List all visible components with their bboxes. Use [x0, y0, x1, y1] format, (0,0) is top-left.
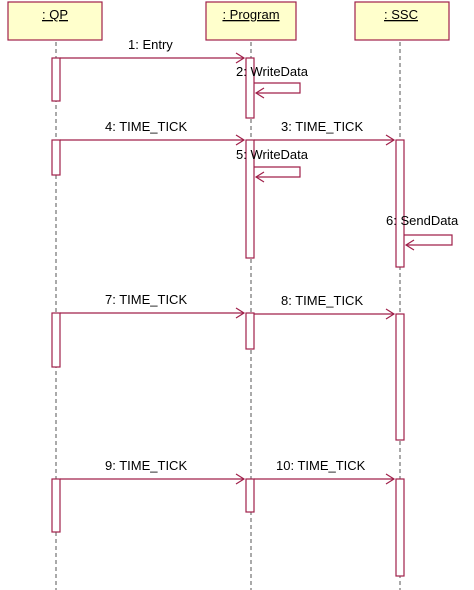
message-label: 3: TIME_TICK — [281, 119, 363, 134]
message-label: 2: WriteData — [236, 64, 309, 79]
activation-program-4 — [245, 478, 255, 513]
activation-ssc-1 — [395, 139, 405, 268]
activation-ssc-3 — [395, 478, 405, 577]
message-3: 3: TIME_TICK — [254, 119, 396, 146]
participant-label: : Program — [222, 7, 279, 22]
arrow-head — [254, 171, 265, 183]
message-5: 5: WriteData — [236, 147, 309, 183]
arrow-head — [385, 308, 396, 320]
activation-program-1 — [245, 57, 255, 119]
participant-qp: : QP — [7, 1, 103, 41]
participant-label: : SSC — [384, 7, 418, 22]
arrow-head — [385, 134, 396, 146]
arrow-head — [235, 473, 246, 485]
message-10: 10: TIME_TICK — [254, 458, 396, 485]
message-label: 1: Entry — [128, 37, 173, 52]
message-9: 9: TIME_TICK — [60, 458, 246, 485]
message-label: 8: TIME_TICK — [281, 293, 363, 308]
participant-label: : QP — [42, 7, 68, 22]
arrow-head — [404, 239, 415, 251]
arrow-head — [385, 473, 396, 485]
message-label: 9: TIME_TICK — [105, 458, 187, 473]
activation-qp-3 — [51, 312, 61, 368]
participant-ssc: : SSC — [354, 1, 450, 41]
activation-qp-2 — [51, 139, 61, 176]
message-7: 7: TIME_TICK — [60, 292, 246, 319]
message-label: 5: WriteData — [236, 147, 309, 162]
arrow-head — [254, 87, 265, 99]
message-label: 6: SendData — [386, 213, 459, 228]
participant-program: : Program — [205, 1, 297, 41]
activations — [51, 57, 405, 577]
message-label: 4: TIME_TICK — [105, 119, 187, 134]
activation-qp-4 — [51, 478, 61, 533]
message-8: 8: TIME_TICK — [254, 293, 396, 320]
self-arrow — [404, 234, 453, 246]
message-1: 1: Entry — [60, 37, 246, 64]
participant-box — [354, 1, 450, 41]
self-arrow — [254, 82, 301, 94]
arrow-head — [235, 307, 246, 319]
arrow-head — [235, 134, 246, 146]
arrow-head — [235, 52, 246, 64]
message-label: 7: TIME_TICK — [105, 292, 187, 307]
message-label: 10: TIME_TICK — [276, 458, 366, 473]
activation-qp-1 — [51, 57, 61, 102]
message-6: 6: SendData — [386, 213, 459, 251]
self-arrow — [254, 166, 301, 178]
activation-program-3 — [245, 312, 255, 350]
messages: 1: Entry 2: WriteData 4: TIME_TICK 3: TI… — [60, 37, 459, 485]
activation-ssc-2 — [395, 313, 405, 441]
participant-box — [7, 1, 103, 41]
message-2: 2: WriteData — [236, 64, 309, 99]
participant-box — [205, 1, 297, 41]
message-4: 4: TIME_TICK — [60, 119, 246, 146]
activation-program-2 — [245, 139, 255, 259]
